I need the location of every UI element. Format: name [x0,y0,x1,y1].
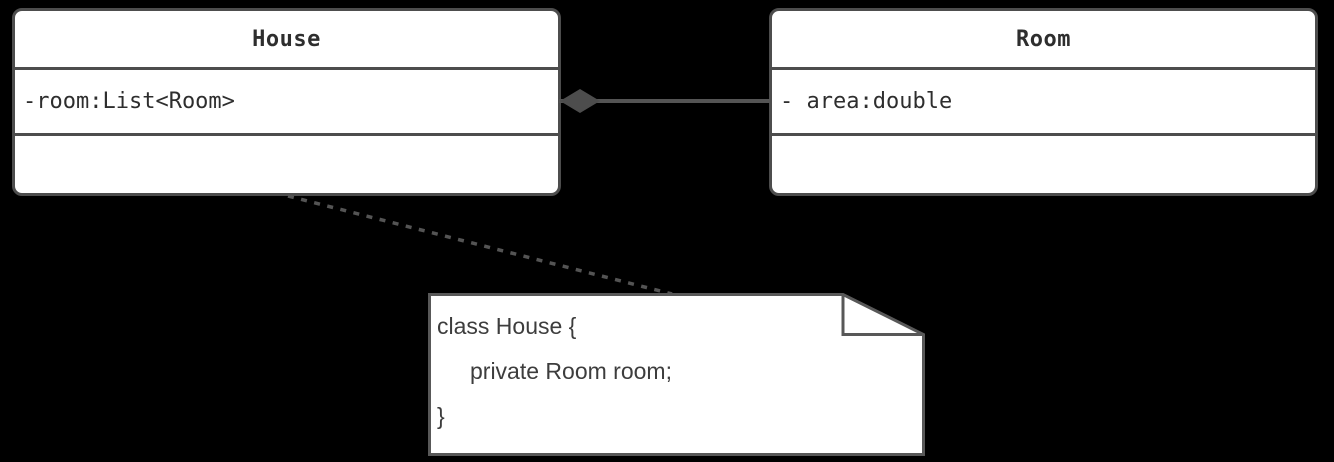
class-box-house[interactable]: House -room:List<Room> [12,8,561,196]
compartment-divider [15,67,558,70]
note-shape[interactable] [428,293,925,456]
compartment-divider [15,133,558,136]
note-line: } [437,403,445,429]
class-name-room: Room [1016,26,1071,52]
composition-diamond-icon [560,89,600,113]
class-name-house: House [252,26,321,52]
class-attributes-house: -room:List<Room> [23,89,235,114]
note-anchor-link[interactable] [287,194,673,296]
note-fold-corner-icon [841,294,924,336]
class-box-room[interactable]: Room - area:double [769,8,1318,196]
note-line: class House { [437,313,577,339]
note-content: class House { private Room room; } [437,304,837,439]
class-attributes-room: - area:double [780,89,953,114]
compartment-divider [772,67,1315,70]
note-line: private Room room; [470,358,672,384]
compartment-divider [772,133,1315,136]
